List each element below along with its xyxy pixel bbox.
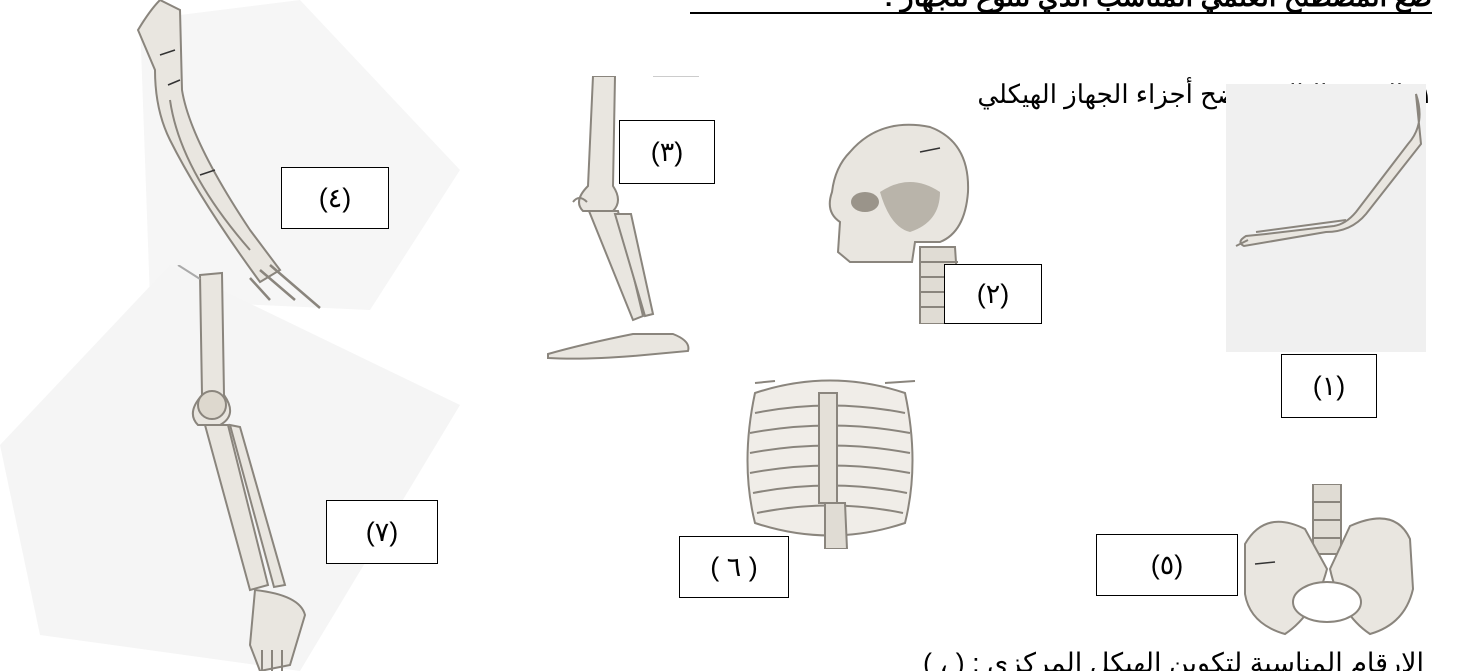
label-box-7: (٧) bbox=[326, 500, 438, 564]
leg-illustration bbox=[543, 76, 699, 362]
figure-arm-1 bbox=[1226, 84, 1426, 352]
figure-ribcage-6 bbox=[735, 373, 925, 549]
figure-pelvis-5 bbox=[1235, 484, 1420, 654]
heading-underline bbox=[690, 12, 1432, 14]
label-box-6: ( ٦ ) bbox=[679, 536, 789, 598]
arm-illustration bbox=[1226, 84, 1426, 352]
figure-forearm-4 bbox=[120, 0, 460, 310]
forearm-illustration bbox=[120, 0, 460, 310]
figure-leg-3 bbox=[543, 76, 699, 362]
pelvis-illustration bbox=[1235, 484, 1420, 654]
label-box-4: (٤) bbox=[281, 167, 389, 229]
footer-strip: الارقام المناسبة لتكوين الهيكل المركزي :… bbox=[690, 650, 1432, 671]
ribcage-illustration bbox=[735, 373, 925, 549]
label-box-1: (١) bbox=[1281, 354, 1377, 418]
footer-text: الارقام المناسبة لتكوين الهيكل المركزي :… bbox=[923, 650, 1424, 671]
full-leg-illustration bbox=[0, 265, 460, 671]
figure-leg-7 bbox=[0, 265, 460, 671]
label-box-3: (٣) bbox=[619, 120, 715, 184]
label-box-5: (٥) bbox=[1096, 534, 1238, 596]
label-box-2: (٢) bbox=[944, 264, 1042, 324]
